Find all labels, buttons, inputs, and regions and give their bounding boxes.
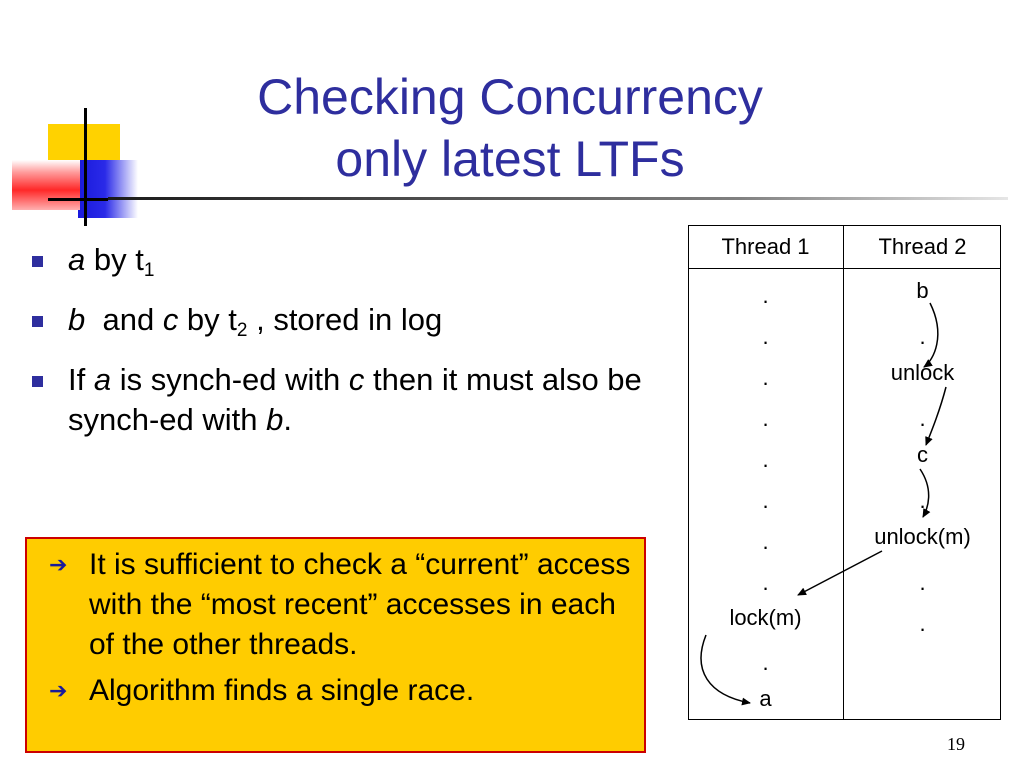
arrow-lock-m-to-a — [700, 634, 751, 706]
title-rule — [108, 197, 1008, 200]
bullet-item: If a is synch-ed with c then it must als… — [32, 360, 652, 440]
var-a: a — [68, 242, 86, 277]
thread1-cell: . — [762, 365, 769, 390]
subscript: 2 — [236, 320, 248, 341]
happens-before-arrows — [700, 302, 947, 706]
var-b: b — [266, 402, 284, 437]
bullet-list: a by t1 b and c by t2 , stored in log If… — [32, 240, 652, 460]
thread1-cell: . — [762, 324, 769, 349]
thread1-cell: . — [762, 650, 769, 675]
bullet-item: b and c by t2 , stored in log — [32, 300, 652, 340]
arrow-c-to-unlock-m — [919, 468, 931, 518]
thread2-cell: . — [919, 488, 926, 513]
bullet-text: , stored in log — [247, 302, 443, 337]
thread2-cell: b — [916, 278, 929, 303]
thread2-cell: . — [919, 570, 926, 595]
bullet-item: a by t1 — [32, 240, 652, 280]
arrow-b-to-unlock — [923, 302, 939, 368]
callout-text: It is sufficient to check a “current” ac… — [89, 548, 631, 661]
decor-vertical-line — [84, 108, 87, 226]
title-line-2: only latest LTFs — [335, 131, 685, 187]
bullet-text: and — [85, 302, 163, 337]
decor-red-square — [12, 160, 80, 210]
callout-item: ➔ It is sufficient to check a “current” … — [49, 545, 634, 665]
thread1-cell: . — [762, 447, 769, 472]
header-thread-2: Thread 2 — [878, 234, 967, 259]
bullet-square-icon — [32, 316, 43, 327]
arrow-right-icon: ➔ — [49, 552, 68, 577]
var-c: c — [348, 362, 365, 397]
bullet-text: is synch-ed with — [111, 362, 349, 397]
slide-title: Checking Concurrency only latest LTFs — [220, 66, 800, 190]
header-thread-1: Thread 1 — [721, 234, 810, 259]
var-b: b — [68, 302, 86, 337]
bullet-text: If — [68, 362, 94, 397]
thread1-cell: a — [759, 686, 772, 711]
decor-horizontal-line — [48, 198, 108, 201]
bullet-square-icon — [32, 376, 43, 387]
bullet-text: by t — [85, 242, 144, 277]
thread-table: Thread 1 Thread 2 . . . . . . . . lock(m… — [688, 225, 1001, 720]
bullet-text: by t — [178, 302, 237, 337]
callout-text: Algorithm finds a single race. — [89, 674, 475, 707]
table-frame — [688, 225, 1001, 720]
bullet-text: . — [283, 402, 293, 437]
title-line-1: Checking Concurrency — [257, 69, 763, 125]
thread2-cell: unlock(m) — [874, 524, 971, 549]
callout-box: ➔ It is sufficient to check a “current” … — [25, 537, 646, 753]
page-number: 19 — [947, 734, 965, 754]
thread1-cell: . — [762, 488, 769, 513]
callout-item: ➔ Algorithm finds a single race. — [49, 671, 634, 711]
bullet-square-icon — [32, 256, 43, 267]
bullet-text: then it must also be synch-ed with — [68, 362, 642, 437]
arrow-unlock-to-c — [925, 386, 947, 446]
thread2-cell: unlock — [890, 360, 955, 385]
arrow-unlock-m-to-lock-m — [797, 550, 883, 596]
thread1-cell: . — [762, 529, 769, 554]
column-divider — [843, 225, 844, 720]
thread1-cell: lock(m) — [729, 605, 802, 630]
subscript: 1 — [143, 260, 155, 281]
thread2-cell: . — [919, 406, 926, 431]
var-c: c — [162, 302, 179, 337]
var-a: a — [93, 362, 112, 397]
thread2-cell: . — [919, 324, 926, 349]
decor-blue-square — [78, 160, 138, 218]
thread1-cell: . — [762, 283, 769, 308]
thread2-cell: c — [917, 442, 928, 467]
arrow-right-icon: ➔ — [49, 678, 68, 703]
thread1-cell: . — [762, 406, 769, 431]
thread1-cell: . — [762, 570, 769, 595]
header-divider — [688, 268, 1001, 269]
thread2-cell: . — [919, 611, 926, 636]
